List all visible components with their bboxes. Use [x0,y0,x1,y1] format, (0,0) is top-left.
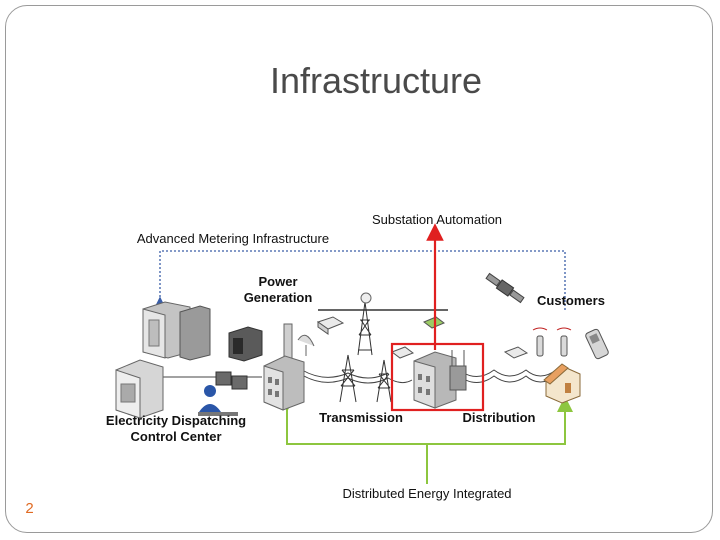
power-plant-icon [263,323,305,411]
satellite-icon [485,272,525,304]
antenna-icon [532,327,572,357]
power-lines [158,309,557,384]
slide-frame [5,5,713,533]
label-customers: Customers [537,293,605,308]
label-distributed-energy: Distributed Energy Integrated [342,486,511,501]
operator-icon [198,371,248,416]
transmission-tower-icon [339,292,392,403]
slide-title: Infrastructure [269,60,483,101]
mobile-phone-icon [585,328,609,360]
label-power: Power [258,274,297,289]
label-generation: Generation [244,290,313,305]
page-number: 2 [13,493,46,525]
router-icon [316,316,529,359]
ami-dotted-link [155,250,566,310]
label-distribution: Distribution [463,410,536,425]
server-rack-icon [142,301,211,361]
control-building-icon [115,359,164,419]
satellite-dish-icon [297,334,315,356]
monitor-icon [228,326,263,362]
label-dispatch-line1: Electricity Dispatching [106,413,246,428]
transformer-icon [449,350,467,391]
house-icon [543,363,581,404]
label-dispatch-line2: Control Center [131,429,222,444]
substation-highlight-box [390,342,485,412]
label-advanced-metering: Advanced Metering Infrastructure [137,231,329,246]
label-transmission: Transmission [319,410,403,425]
substation-building-icon [413,351,457,409]
label-substation-automation: Substation Automation [372,212,502,227]
